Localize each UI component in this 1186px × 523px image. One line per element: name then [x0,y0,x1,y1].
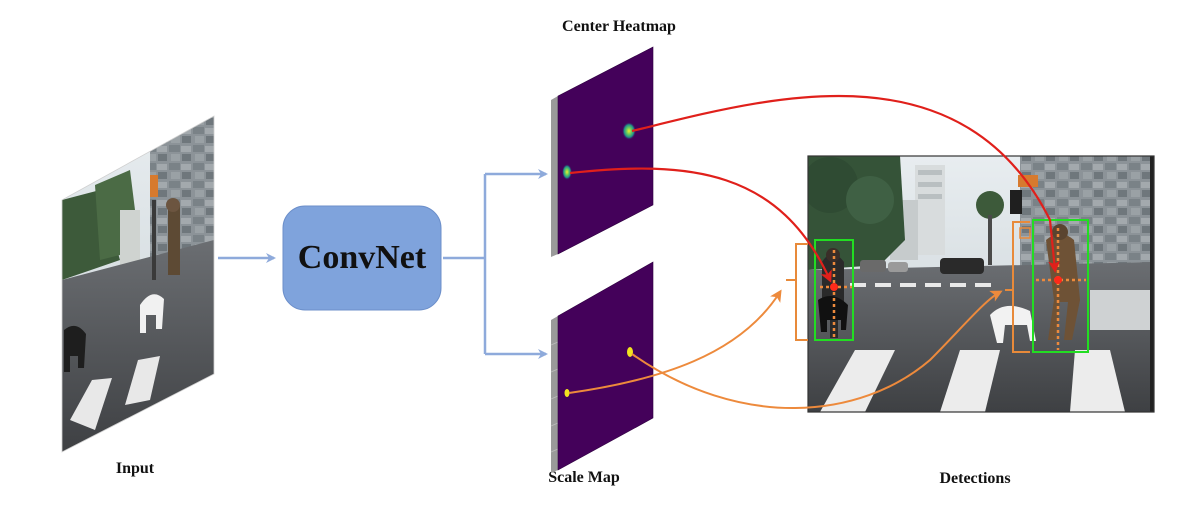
center-heatmap [551,46,654,257]
center-link-right [631,94,1061,273]
scale-map [550,261,654,473]
detections-label: Detections [939,470,1010,487]
center-heatmap-label: Center Heatmap [562,18,676,35]
convnet-block: ConvNet [282,205,442,311]
scale-peak-right [627,347,633,357]
scale-bracket-right [1005,221,1030,353]
detections-image [807,155,1155,413]
center-scale-indicators [820,228,1086,350]
center-point-left [830,283,838,291]
input-label: Input [116,460,155,477]
scale-label-tag-right [1019,227,1031,239]
scale-link-left [568,289,782,394]
scale-bracket-left [786,243,808,341]
heatmap-peak-right [622,122,636,140]
input-image [61,115,215,453]
center-link-left [569,167,832,283]
center-point-right [1054,276,1062,284]
convnet-branch-arrows [443,169,548,359]
scale-map-label: Scale Map [548,469,620,486]
heatmap-peak-left [562,164,572,180]
convnet-label: ConvNet [298,239,427,276]
scale-peak-left [564,389,570,397]
detection-box-left [814,239,854,341]
scale-link-right [631,290,1003,409]
detection-box-right [1032,219,1089,353]
